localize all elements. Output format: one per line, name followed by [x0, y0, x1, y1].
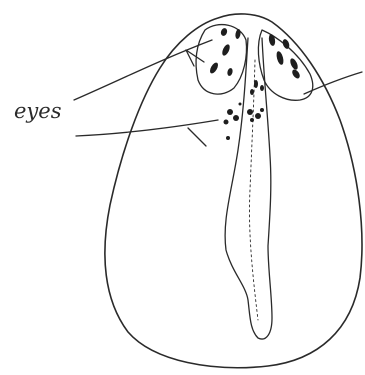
eye-spot — [289, 57, 300, 70]
eye-spot — [260, 85, 264, 91]
eye-spot — [291, 68, 302, 80]
eye-spot — [221, 43, 232, 56]
eye-spot — [275, 50, 284, 65]
eye-spot — [250, 89, 254, 95]
eye-spot — [208, 61, 219, 74]
body-outline — [105, 14, 362, 368]
eye-spot — [268, 34, 276, 47]
eye-spot — [227, 67, 234, 76]
central-stalk — [225, 38, 272, 339]
eye-spot — [235, 29, 242, 40]
central-cluster — [224, 103, 265, 141]
pointer-lines — [74, 40, 362, 146]
eye-spot — [254, 80, 258, 88]
label-eyes: eyes — [14, 99, 62, 123]
eye-spot — [220, 27, 228, 37]
